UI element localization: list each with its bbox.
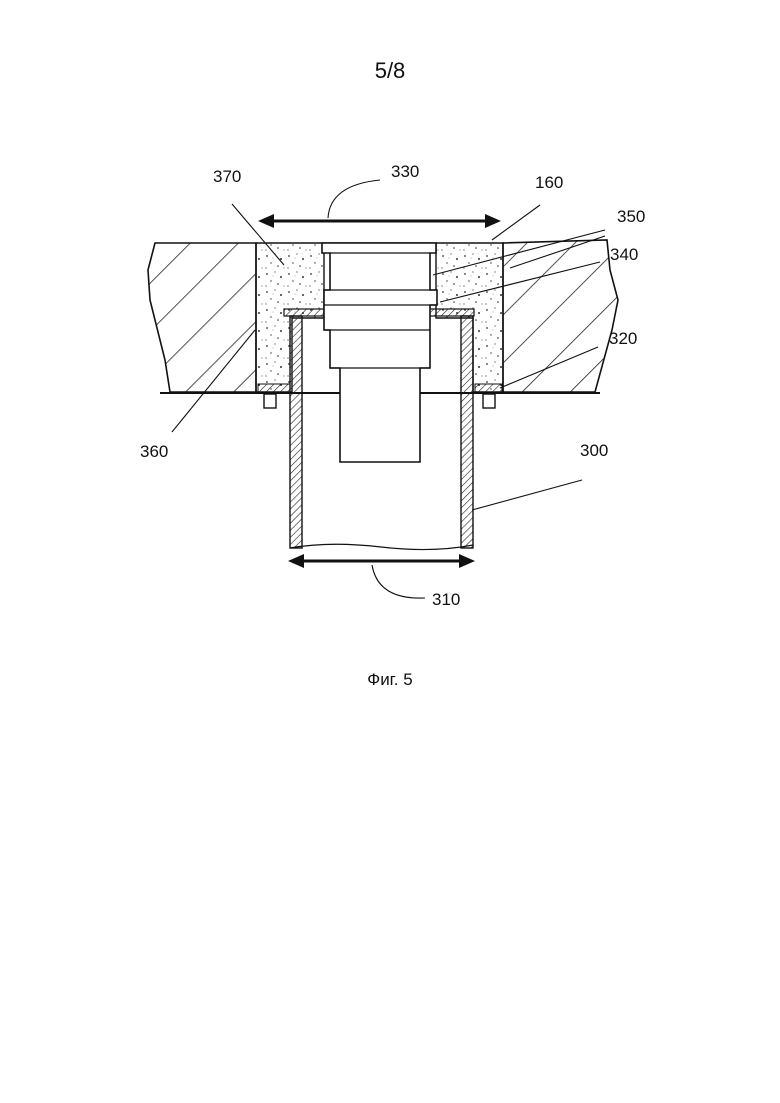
anchor-right bbox=[483, 394, 495, 408]
label-160: 160 bbox=[535, 173, 563, 192]
slab-right bbox=[503, 240, 618, 392]
leader-160 bbox=[492, 205, 540, 240]
inner-pipe bbox=[322, 243, 437, 462]
slab-left bbox=[148, 243, 256, 392]
outer-tube-left-wall bbox=[290, 316, 302, 548]
label-350: 350 bbox=[617, 207, 645, 226]
dimension-310-arrow-left bbox=[288, 554, 304, 568]
label-300: 300 bbox=[580, 441, 608, 460]
label-370: 370 bbox=[213, 167, 241, 186]
seal-left bbox=[258, 384, 290, 392]
label-340: 340 bbox=[610, 245, 638, 264]
leader-300 bbox=[472, 480, 582, 510]
label-360: 360 bbox=[140, 442, 168, 461]
label-330: 330 bbox=[391, 162, 419, 181]
seal-right bbox=[475, 384, 502, 392]
label-320: 320 bbox=[609, 329, 637, 348]
figure-caption: Фиг. 5 bbox=[0, 670, 780, 690]
anchor-left bbox=[264, 394, 276, 408]
leader-330 bbox=[328, 180, 380, 218]
tube-break-line bbox=[290, 544, 473, 549]
dimension-310-arrow-right bbox=[459, 554, 475, 568]
label-310: 310 bbox=[432, 590, 460, 609]
dimension-330-arrow-left bbox=[258, 214, 274, 228]
leader-310 bbox=[372, 565, 425, 598]
dimension-330-arrow-right bbox=[485, 214, 501, 228]
outer-tube-right-wall bbox=[461, 316, 473, 548]
